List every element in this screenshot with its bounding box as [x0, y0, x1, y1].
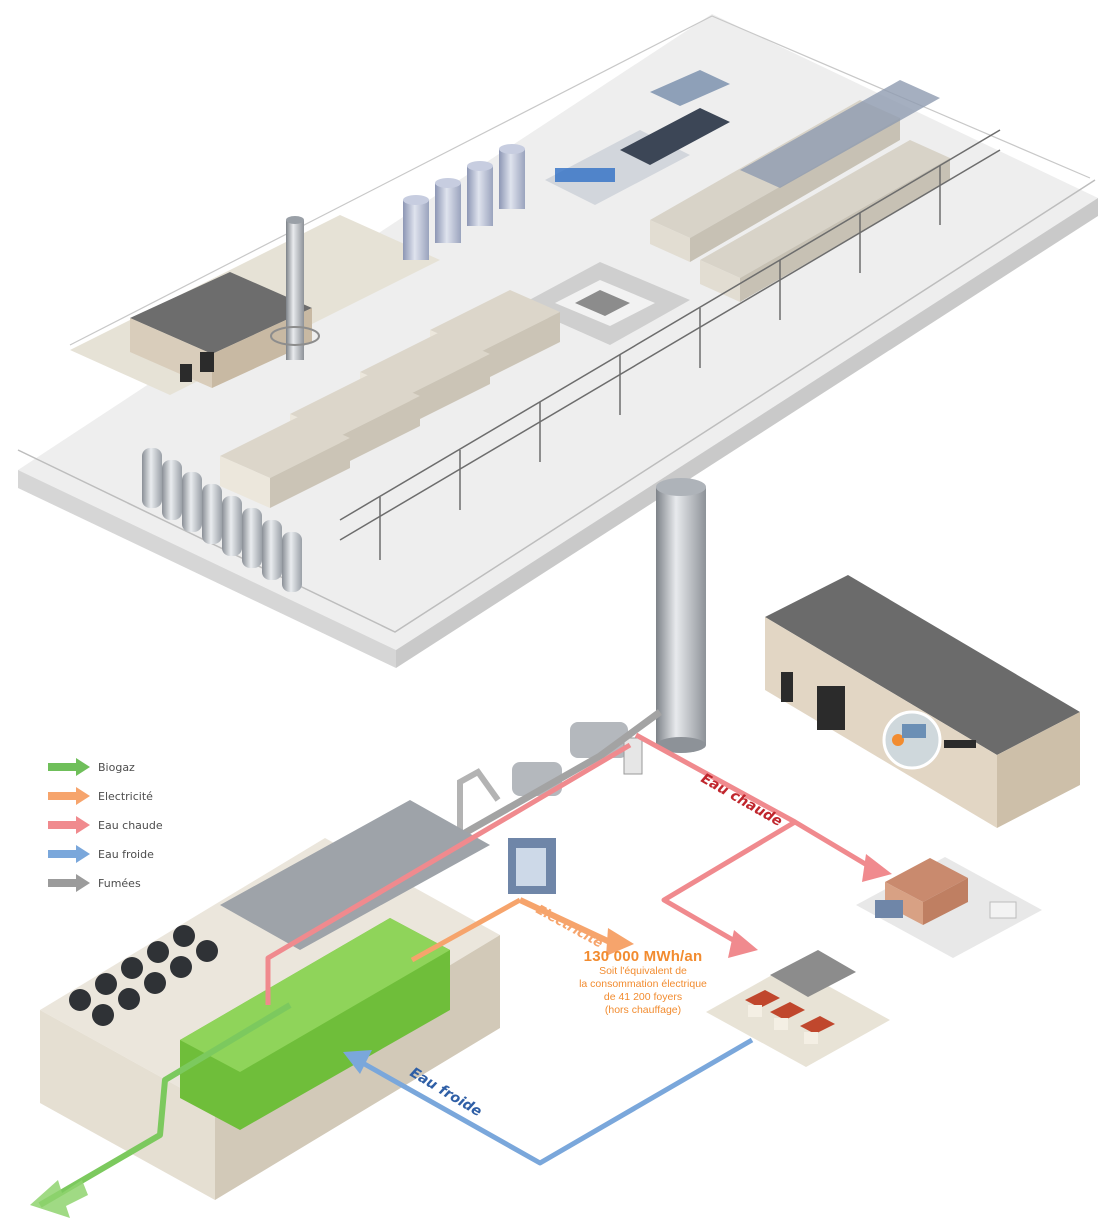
legend-label-cold-water: Eau froide [98, 847, 154, 861]
walled-enclosure [520, 262, 690, 345]
heat-exchangers [512, 722, 643, 796]
electricity-line-internal [410, 897, 522, 963]
hot-water-flow-label: Eau chaude [698, 771, 785, 830]
office-building [130, 272, 312, 388]
pipe-rack [339, 129, 1001, 560]
biogaz-arrow-icon [48, 758, 90, 776]
production-line-2: la consommation électrique [579, 978, 707, 990]
legend-item-fumes: Fumées [48, 874, 141, 892]
hot-water-pipe-internal [265, 742, 632, 1005]
control-building [765, 575, 1080, 828]
main-chimney [270, 216, 320, 360]
hot-water-arrow-head-1 [862, 854, 892, 882]
plant-overview [17, 14, 1098, 668]
flow-diagram: Eau chaude Eau froide Electricité [30, 478, 1080, 1218]
legend-item-cold-water: Eau froide [48, 845, 154, 863]
biogaz-pipe [38, 1002, 292, 1208]
legend-item-hot-water: Eau chaude [48, 816, 163, 834]
fumes-arrow-icon [48, 874, 90, 892]
perimeter-fence [17, 179, 1096, 633]
processing-equipment [545, 70, 730, 205]
electricity-arrow-icon [48, 787, 90, 805]
legend-label-fumes: Fumées [98, 876, 141, 890]
industrial-site [856, 857, 1042, 958]
legend-label-hot-water: Eau chaude [98, 818, 163, 832]
production-note: 130 000 MWh/an Soit l'équivalent de la c… [548, 948, 738, 1017]
digester-tanks [403, 144, 525, 260]
legend-item-electricity: Electricité [48, 787, 153, 805]
engine-containers [220, 290, 560, 508]
hot-water-arrow-head-2 [728, 930, 758, 958]
cold-water-arrow-icon [48, 845, 90, 863]
legend-label-biogaz: Biogaz [98, 760, 135, 774]
production-line-3: de 41 200 foyers [603, 991, 683, 1003]
production-line-1: Soit l'équivalent de [599, 965, 687, 977]
electricity-arrow-head [606, 928, 634, 956]
transformer [508, 838, 556, 894]
residential-area [706, 950, 890, 1067]
engine-rows-upper [650, 80, 950, 302]
hot-water-arrow-icon [48, 816, 90, 834]
legend-item-biogaz: Biogaz [48, 758, 135, 776]
production-line-4: (hors chauffage) [604, 1004, 682, 1016]
production-amount: 130 000 MWh/an [583, 948, 703, 965]
legend-label-electricity: Electricité [98, 789, 153, 803]
cold-water-arrow-head [343, 1050, 372, 1074]
cold-water-return [350, 1037, 754, 1166]
electricity-flow-label: Electricité [533, 902, 605, 951]
hot-water-distribution [634, 732, 874, 947]
cooling-fans [69, 925, 218, 1026]
exhaust-chimney [656, 478, 706, 753]
biogaz-inlet-arrow [30, 1180, 88, 1218]
gas-storage-silos [142, 448, 302, 592]
